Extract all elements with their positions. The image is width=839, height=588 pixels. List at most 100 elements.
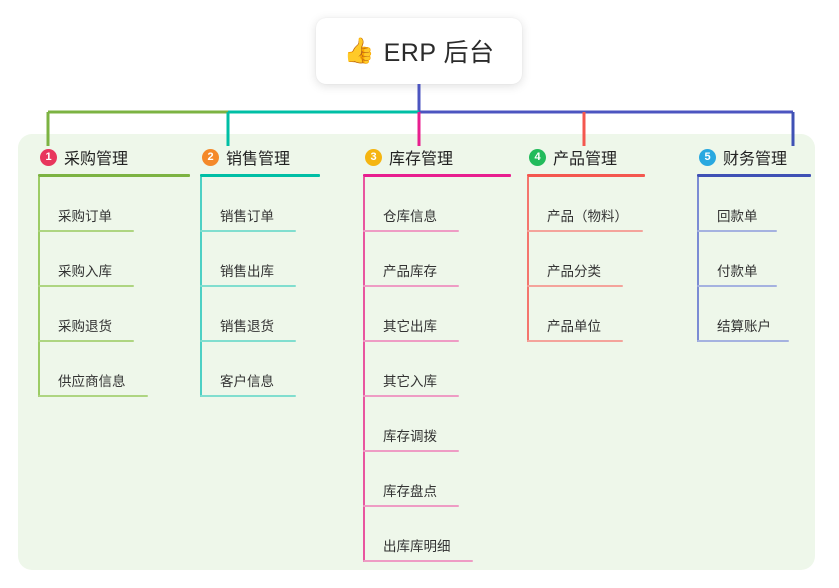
menu-item[interactable]: 销售订单: [200, 177, 320, 232]
menu-item[interactable]: 仓库信息: [363, 177, 511, 232]
column-number-badge: 5: [699, 148, 716, 166]
menu-item-label: 付款单: [717, 264, 758, 279]
menu-item-rule: [363, 230, 459, 232]
menu-item-rule: [200, 395, 296, 397]
menu-item-rule: [363, 450, 459, 452]
menu-item-label: 结算账户: [717, 319, 771, 334]
menu-item-rule: [200, 340, 296, 342]
menu-item[interactable]: 产品（物料）: [527, 177, 645, 232]
menu-item-label: 供应商信息: [58, 374, 126, 389]
column-spine: [200, 177, 202, 397]
column-header-rule: [200, 174, 320, 177]
column-number-badge: 3: [365, 148, 382, 166]
diagram-canvas: [18, 134, 815, 570]
menu-item-rule: [38, 230, 134, 232]
column-spine: [363, 177, 365, 562]
column-1: 1 采购管理采购订单采购入库采购退货供应商信息: [38, 146, 190, 397]
menu-item[interactable]: 产品库存: [363, 232, 511, 287]
column-header-rule: [363, 174, 511, 177]
menu-item-rule: [200, 230, 296, 232]
menu-item[interactable]: 产品单位: [527, 287, 645, 342]
column-items: 销售订单销售出库销售退货客户信息: [200, 177, 320, 397]
menu-item-label: 销售退货: [220, 319, 274, 334]
column-title: 采购管理: [64, 151, 129, 168]
menu-item-rule: [697, 285, 777, 287]
menu-item-label: 采购订单: [58, 209, 112, 224]
menu-item-label: 产品（物料）: [547, 209, 628, 224]
column-header-rule: [527, 174, 645, 177]
menu-item-rule: [527, 340, 623, 342]
menu-item-label: 销售出库: [220, 264, 274, 279]
column-items: 仓库信息产品库存其它出库其它入库库存调拨库存盘点出库库明细: [363, 177, 511, 562]
thumbs-up-icon: 👍: [343, 36, 375, 65]
column-number-badge: 1: [40, 148, 57, 166]
menu-item-rule: [527, 230, 643, 232]
menu-item-rule: [38, 340, 134, 342]
menu-item[interactable]: 付款单: [697, 232, 811, 287]
column-2: 2 销售管理销售订单销售出库销售退货客户信息: [200, 146, 320, 397]
menu-item-label: 回款单: [717, 209, 758, 224]
column-items: 采购订单采购入库采购退货供应商信息: [38, 177, 190, 397]
menu-item[interactable]: 其它出库: [363, 287, 511, 342]
menu-item-label: 销售订单: [220, 209, 274, 224]
menu-item-rule: [697, 340, 789, 342]
menu-item[interactable]: 采购入库: [38, 232, 190, 287]
menu-item[interactable]: 库存调拨: [363, 397, 511, 452]
column-spine: [527, 177, 529, 342]
menu-item-label: 采购退货: [58, 319, 112, 334]
column-title: 销售管理: [226, 151, 291, 168]
menu-item-label: 库存调拨: [383, 429, 437, 444]
menu-item-label: 产品单位: [547, 319, 601, 334]
menu-item-label: 其它入库: [383, 374, 437, 389]
menu-item[interactable]: 采购订单: [38, 177, 190, 232]
column-number-badge: 2: [202, 148, 219, 166]
menu-item[interactable]: 客户信息: [200, 342, 320, 397]
column-header-5[interactable]: 5 财务管理: [697, 146, 811, 168]
menu-item-rule: [200, 285, 296, 287]
column-spine: [38, 177, 40, 397]
menu-item-rule: [363, 395, 459, 397]
menu-item[interactable]: 结算账户: [697, 287, 811, 342]
menu-item[interactable]: 销售出库: [200, 232, 320, 287]
menu-item[interactable]: 产品分类: [527, 232, 645, 287]
column-3: 3 库存管理仓库信息产品库存其它出库其它入库库存调拨库存盘点出库库明细: [363, 146, 511, 562]
column-spine: [697, 177, 699, 342]
menu-item-rule: [363, 560, 473, 562]
column-header-rule: [697, 174, 811, 177]
menu-item-rule: [363, 505, 459, 507]
menu-item[interactable]: 其它入库: [363, 342, 511, 397]
menu-item-label: 其它出库: [383, 319, 437, 334]
column-header-rule: [38, 174, 190, 177]
root-title-card[interactable]: 👍 ERP 后台: [316, 18, 522, 84]
menu-item[interactable]: 采购退货: [38, 287, 190, 342]
menu-item-rule: [38, 395, 148, 397]
menu-item-rule: [363, 285, 459, 287]
menu-item[interactable]: 库存盘点: [363, 452, 511, 507]
menu-item-label: 采购入库: [58, 264, 112, 279]
column-number-badge: 4: [529, 148, 546, 166]
menu-item[interactable]: 供应商信息: [38, 342, 190, 397]
column-5: 5 财务管理回款单付款单结算账户: [697, 146, 811, 342]
column-header-3[interactable]: 3 库存管理: [363, 146, 511, 168]
menu-item[interactable]: 销售退货: [200, 287, 320, 342]
menu-item-rule: [527, 285, 623, 287]
root-title-text: ERP 后台: [383, 39, 495, 67]
column-title: 财务管理: [723, 151, 788, 168]
column-items: 产品（物料） 产品分类产品单位: [527, 177, 645, 342]
column-title: 库存管理: [389, 151, 454, 168]
menu-item[interactable]: 回款单: [697, 177, 811, 232]
menu-item[interactable]: 出库库明细: [363, 507, 511, 562]
menu-item-label: 客户信息: [220, 374, 274, 389]
column-header-2[interactable]: 2 销售管理: [200, 146, 320, 168]
menu-item-rule: [38, 285, 134, 287]
menu-item-rule: [697, 230, 777, 232]
column-header-1[interactable]: 1 采购管理: [38, 146, 190, 168]
menu-item-label: 产品库存: [383, 264, 437, 279]
menu-item-label: 库存盘点: [383, 484, 437, 499]
column-items: 回款单付款单结算账户: [697, 177, 811, 342]
menu-item-rule: [363, 340, 459, 342]
menu-item-label: 仓库信息: [383, 209, 437, 224]
menu-item-label: 产品分类: [547, 264, 601, 279]
